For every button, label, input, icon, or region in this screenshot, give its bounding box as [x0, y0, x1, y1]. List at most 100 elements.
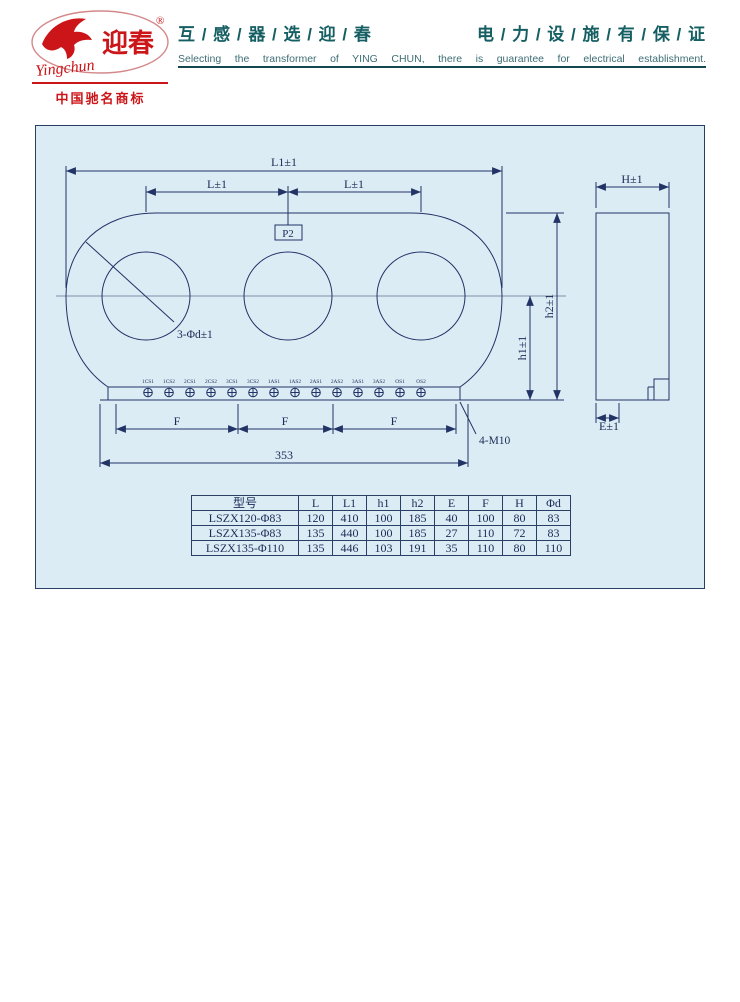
dim-e-label: E±1 [599, 419, 619, 433]
technical-drawing: L1±1 L±1 L±1 P2 3-Φd±1 F F F 353 4-M10 h… [56, 155, 670, 467]
cell: 135 [298, 525, 333, 541]
logo-script: Yingchun [35, 57, 96, 80]
terminal-label: 1CS2 [163, 379, 175, 385]
terminal-label: OS2 [416, 379, 426, 385]
hole-circle [101, 251, 191, 341]
header-slogans: 互 / 感 / 器 / 选 / 迎 / 春 电 / 力 / 设 / 施 / 有 … [178, 20, 706, 65]
cell: 185 [400, 525, 435, 541]
cell: 185 [400, 510, 435, 526]
col-header: L1 [332, 495, 367, 511]
logo: 迎春 ® Yingchun [31, 10, 169, 80]
cell: 103 [366, 540, 401, 556]
dim-353 [99, 404, 469, 467]
dim-l-left-label: L±1 [207, 177, 227, 191]
terminal-screw-cross [353, 388, 363, 397]
logo-oval [31, 10, 169, 74]
col-header-model: 型号 [191, 495, 299, 511]
col-header: h2 [400, 495, 435, 511]
terminal-label: 2AS2 [331, 379, 344, 385]
terminal-label: 3CS1 [226, 379, 238, 385]
drawing-panel: L1±1 L±1 L±1 P2 3-Φd±1 F F F 353 4-M10 h… [35, 125, 705, 589]
cell: 100 [468, 510, 503, 526]
phi-label: 3-Φd±1 [177, 329, 213, 341]
col-header: E [434, 495, 469, 511]
terminal-label: OS1 [395, 379, 405, 385]
bird-icon [42, 18, 92, 59]
col-header: Φd [536, 495, 571, 511]
table-row: LSZX135-Φ83 135 440 100 185 27 110 72 83 [191, 525, 571, 541]
cell: 83 [536, 525, 571, 541]
table-header-row: 型号 L L1 h1 h2 E F H Φd [191, 495, 571, 511]
slogan-cn-right: 电 / 力 / 设 / 施 / 有 / 保 / 证 [476, 25, 706, 44]
cell: 191 [400, 540, 435, 556]
dim-h [595, 182, 670, 208]
cell-model: LSZX135-Φ83 [191, 525, 299, 541]
dim-f [115, 404, 457, 434]
cell: 110 [468, 525, 503, 541]
terminal-strip [100, 387, 468, 401]
terminal-label: 3CS2 [247, 379, 259, 385]
cell: 110 [468, 540, 503, 556]
slogan-cn: 互 / 感 / 器 / 选 / 迎 / 春 电 / 力 / 设 / 施 / 有 … [178, 20, 706, 45]
dim-h1-label: h1±1 [515, 336, 529, 361]
terminal-screw-cross [227, 388, 237, 397]
terminal-screw-cross [164, 388, 174, 397]
logo-block: 迎春 ® Yingchun 中国驰名商标 [28, 8, 173, 106]
cell: 83 [536, 510, 571, 526]
cell: 100 [366, 510, 401, 526]
terminal-screw-cross [395, 388, 405, 397]
p2-label: P2 [282, 228, 294, 240]
cell: 120 [298, 510, 333, 526]
terminal-screw-cross [143, 388, 153, 397]
terminal-label: 2CS2 [205, 379, 217, 385]
dim-l [145, 186, 422, 225]
terminal-symbols [143, 387, 426, 398]
terminal-labels: 1CS1 1CS2 2CS1 2CS2 3CS1 3CS2 1AS1 1AS2 … [142, 379, 426, 385]
logo-underline [32, 82, 168, 84]
col-header: h1 [366, 495, 401, 511]
cell: 40 [434, 510, 469, 526]
cell: 72 [502, 525, 537, 541]
col-header: F [468, 495, 503, 511]
cell: 110 [536, 540, 571, 556]
cell: 135 [298, 540, 333, 556]
terminal-screw-cross [248, 388, 258, 397]
terminal-label: 2AS1 [310, 379, 323, 385]
cell-model: LSZX135-Φ110 [191, 540, 299, 556]
cell: 410 [332, 510, 367, 526]
dim-h-label: H±1 [621, 172, 642, 186]
cell: 35 [434, 540, 469, 556]
cell: 80 [502, 510, 537, 526]
terminal-screw-cross [269, 388, 279, 397]
spec-table: 型号 L L1 h1 h2 E F H Φd LSZX120-Φ83 120 4… [191, 495, 571, 556]
header-rule [178, 66, 706, 68]
cell: 27 [434, 525, 469, 541]
terminal-screw-cross [332, 388, 342, 397]
cell: 440 [332, 525, 367, 541]
phi-leader-line [85, 241, 175, 323]
cell: 100 [366, 525, 401, 541]
terminal-label: 3AS1 [352, 379, 365, 385]
terminal-label: 1CS1 [142, 379, 154, 385]
registered-mark: ® [156, 15, 164, 27]
hole-circle [376, 251, 466, 341]
col-header: H [502, 495, 537, 511]
dim-h2-label: h2±1 [542, 294, 556, 319]
terminal-screw-cross [374, 388, 384, 397]
dim-f1-label: F [174, 414, 181, 428]
hole-circle [243, 251, 333, 341]
terminal-screw-cross [290, 388, 300, 397]
trademark-label: 中国驰名商标 [55, 91, 146, 106]
terminal-label: 1AS2 [289, 379, 302, 385]
slogan-cn-left: 互 / 感 / 器 / 选 / 迎 / 春 [178, 25, 372, 44]
dim-l1-label: L1±1 [271, 155, 297, 169]
terminal-label: 3AS2 [373, 379, 386, 385]
cell-model: LSZX120-Φ83 [191, 510, 299, 526]
table-row: LSZX120-Φ83 120 410 100 185 40 100 80 83 [191, 510, 571, 526]
slogan-en: Selecting the transformer of YING CHUN, … [178, 53, 706, 65]
terminal-screw-cross [311, 388, 321, 397]
cell: 80 [502, 540, 537, 556]
dim-e [595, 403, 620, 423]
terminal-screw-cross [416, 388, 426, 397]
